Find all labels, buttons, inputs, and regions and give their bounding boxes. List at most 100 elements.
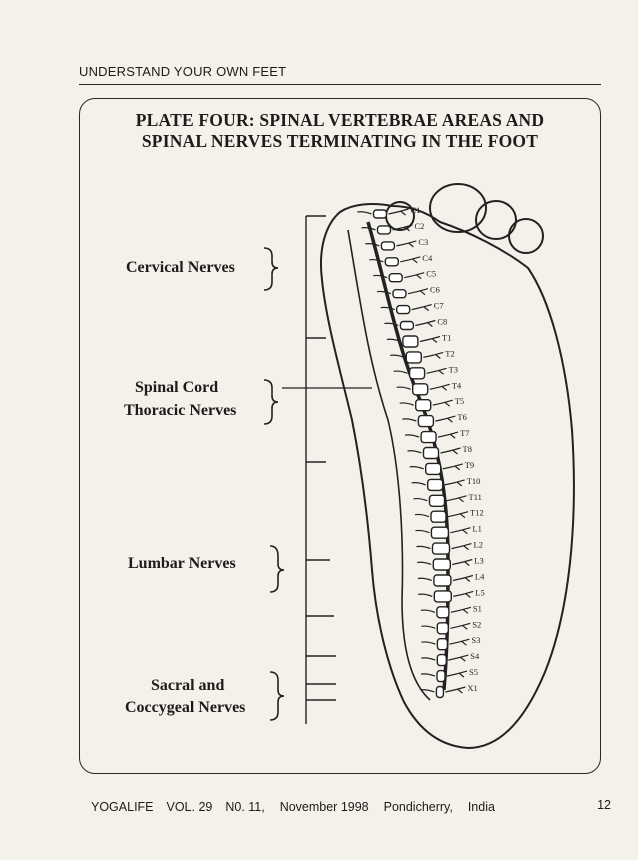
vertebra-process — [421, 625, 436, 629]
vertebra-process — [393, 370, 408, 374]
vertebra-label-l5: L5 — [475, 587, 484, 597]
vertebra-label-c5: C5 — [426, 269, 436, 279]
vertebra-process — [376, 290, 392, 295]
vertebra-label-c8: C8 — [437, 317, 447, 327]
vertebra-label-l1: L1 — [472, 524, 481, 534]
vertebra-l1 — [430, 526, 450, 539]
nerve-branch-s3 — [449, 638, 470, 646]
vertebra-label-c7: C7 — [434, 301, 444, 311]
vertebra-t4 — [412, 383, 429, 396]
toe-3 — [508, 218, 544, 254]
nerve-branch-c1 — [388, 208, 409, 216]
vertebra-process — [420, 689, 435, 693]
vertebra-l5 — [433, 590, 452, 603]
plate-frame — [79, 98, 601, 774]
bracket-sacral — [269, 671, 285, 721]
vertebra-t2 — [405, 351, 422, 364]
nerve-branch-t2 — [423, 351, 444, 359]
nerve-branch-s5 — [446, 670, 468, 678]
vertebra-c4 — [384, 257, 399, 267]
label-lumbar-nerves: Lumbar Nerves — [128, 555, 236, 572]
vertebra-process — [386, 338, 402, 343]
footer: YOGALIFE VOL. 29 N0. 11, November 1998 P… — [91, 800, 611, 814]
vertebra-process — [407, 450, 422, 454]
vertebra-process — [421, 657, 436, 661]
nerve-branch-c7 — [411, 304, 432, 312]
vertebra-t1 — [402, 335, 419, 348]
vertebra-process — [396, 386, 411, 390]
vertebra-s5 — [436, 669, 446, 683]
vertebra-process — [357, 211, 372, 215]
header-rule — [79, 84, 601, 85]
vertebra-label-t1: T1 — [442, 333, 451, 343]
vertebra-c8 — [399, 320, 415, 331]
vertebra-t6 — [417, 414, 435, 428]
vertebra-label-s1: S1 — [473, 603, 482, 613]
label-spinal-cord: Spinal Cord — [135, 379, 219, 396]
nerve-branch-x1 — [445, 686, 466, 694]
vertebra-t10 — [427, 478, 444, 492]
vertebra-process — [420, 673, 436, 677]
footer-volume: VOL. 29 — [166, 800, 213, 814]
vertebra-x1 — [435, 685, 445, 699]
vertebra-t11 — [428, 494, 446, 507]
segment-ticks — [306, 215, 336, 701]
bracket-thoracic — [263, 379, 279, 425]
vertebra-process — [409, 466, 424, 470]
vertebra-process — [390, 354, 405, 358]
nerve-branch-t12 — [447, 511, 469, 519]
vertebra-process — [418, 593, 433, 597]
label-thoracic-nerves: Thoracic Nerves — [124, 402, 237, 419]
nerve-branch-l2 — [451, 543, 472, 551]
vertebra-label-t10: T10 — [467, 476, 481, 486]
vertebra-l4 — [433, 574, 452, 587]
vertebra-process — [373, 274, 388, 279]
nerve-branch-c8 — [415, 319, 436, 327]
vertebra-label-c4: C4 — [422, 253, 433, 263]
vertebra-c6 — [392, 289, 407, 299]
vertebra-label-t8: T8 — [463, 444, 472, 454]
nerve-branch-t11 — [446, 495, 467, 503]
vertebra-process — [369, 258, 384, 263]
vertebra-label-l2: L2 — [474, 540, 483, 550]
vertebra-label-c2: C2 — [415, 221, 425, 231]
vertebra-process — [380, 306, 395, 311]
nerve-branch-l1 — [450, 527, 471, 535]
spinal-column-outer — [347, 229, 431, 701]
vertebra-process — [421, 641, 436, 645]
vertebra-t7 — [420, 430, 437, 444]
vertebra-s4 — [436, 653, 447, 667]
vertebra-label-t6: T6 — [457, 412, 466, 422]
nerve-branch-t7 — [437, 431, 459, 439]
vertebra-label-s3: S3 — [471, 635, 480, 645]
nerve-branch-t6 — [435, 415, 456, 423]
nerve-branch-t10 — [444, 479, 465, 487]
vertebra-process — [420, 609, 436, 613]
vertebra-t5 — [415, 399, 432, 412]
page-number: 12 — [597, 798, 611, 812]
vertebra-process — [384, 322, 399, 327]
vertebra-label-t5: T5 — [455, 396, 464, 406]
vertebra-label-t4: T4 — [452, 380, 462, 390]
plate-title-line-2: SPINAL NERVES TERMINATING IN THE FOOT — [141, 131, 539, 151]
toe-1 — [429, 183, 487, 233]
vertebra-process — [405, 434, 420, 438]
footer-number: N0. 11, — [225, 800, 265, 814]
vertebra-l2 — [431, 542, 451, 555]
plate-title: PLATE FOUR: SPINAL VERTEBRAE AREAS AND S… — [80, 110, 600, 152]
running-head: UNDERSTAND YOUR OWN FEET — [79, 64, 287, 79]
footer-country: India — [467, 800, 495, 814]
vertebra-label-c1: C1 — [411, 205, 421, 215]
vertebra-process — [413, 497, 428, 502]
vertebra-process — [399, 402, 414, 406]
vertebra-label-t11: T11 — [469, 492, 482, 502]
vertebra-process — [402, 418, 417, 422]
foot-outline — [320, 203, 575, 750]
plate-title-line-1: PLATE FOUR: SPINAL VERTEBRAE AREAS AND — [135, 110, 545, 130]
vertebra-s3 — [436, 638, 449, 651]
vertebra-label-l3: L3 — [474, 556, 483, 566]
vertebra-label-t3: T3 — [449, 364, 458, 374]
nerve-branch-t9 — [442, 463, 463, 471]
vertebra-t3 — [408, 367, 426, 380]
bracket-cervical — [263, 247, 279, 291]
